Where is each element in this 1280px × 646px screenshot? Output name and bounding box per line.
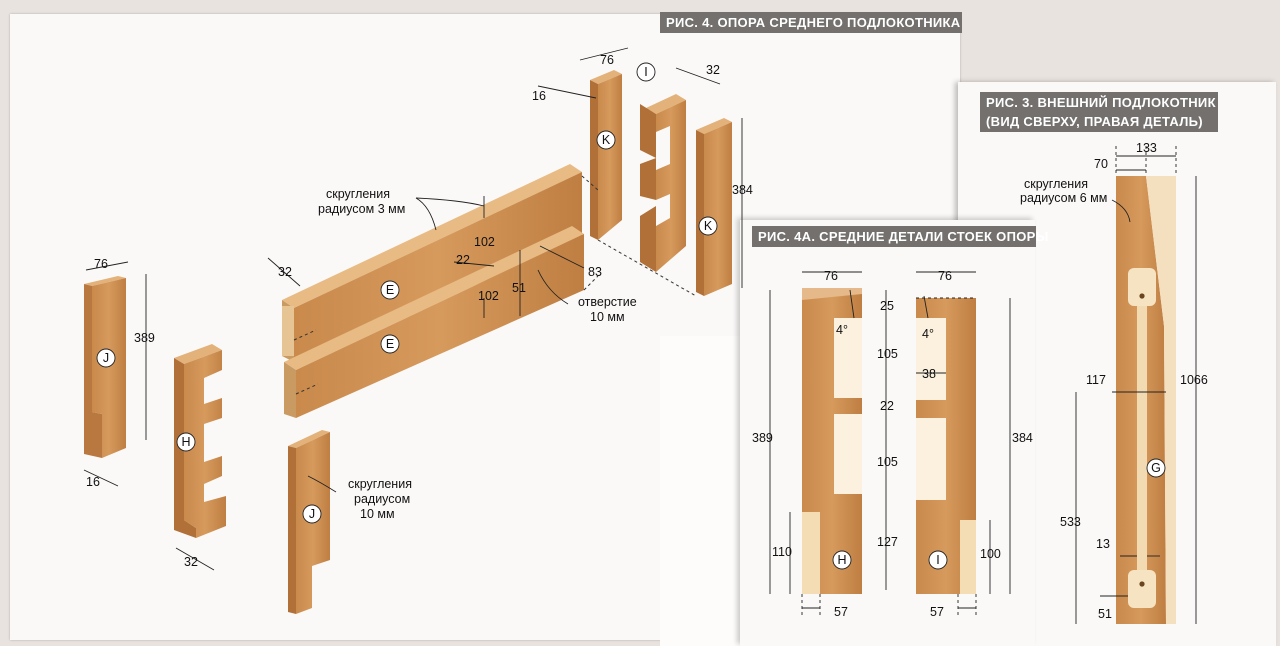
dashed-lines-fig3 [1115, 146, 1177, 176]
figure-4-title: РИС. 4. ОПОРА СРЕДНЕГО ПОДЛОКОТНИКА [660, 12, 962, 33]
dim-4a-127: 127 [877, 535, 898, 549]
dim-j-thickness: 16 [86, 475, 100, 489]
dim-3-total-width: 133 [1136, 141, 1157, 155]
figure-3-title-line2: (ВИД СВЕРХУ, ПРАВАЯ ДЕТАЛЬ) [980, 111, 1218, 132]
dim-4a-25: 25 [880, 299, 894, 313]
note-fillet-10mm-line1: скругления [348, 477, 412, 491]
dim-3-length: 1066 [1180, 373, 1208, 387]
part-i-elevation [916, 298, 976, 594]
dim-j-width: 76 [94, 257, 108, 271]
part-label-circles [96, 62, 1166, 570]
dim-3-end-offset: 51 [1098, 607, 1112, 621]
dim-3-mid-width: 117 [1086, 373, 1106, 387]
dim-e-gap: 22 [456, 253, 470, 267]
dim-4a-h-bottom: 57 [834, 605, 848, 619]
part-label-i: I [644, 65, 647, 79]
part-label-e-upper: E [386, 283, 394, 297]
note-fillet-6mm-line2: радиусом 6 мм [1020, 191, 1107, 205]
figure-3-title-line1: РИС. 3. ВНЕШНИЙ ПОДЛОКОТНИК [980, 92, 1218, 113]
part-e-lower [284, 226, 584, 418]
dimension-lines-fig4 [83, 47, 743, 571]
dim-4a-i-height: 384 [1012, 431, 1033, 445]
figure-4a-drawing [769, 271, 1011, 618]
dim-3-slot-start: 533 [1060, 515, 1081, 529]
dim-e-hole-h: 51 [512, 281, 526, 295]
note-hole-line2: 10 мм [590, 310, 625, 324]
dimension-lines-fig4a [769, 271, 1011, 609]
note-fillet-3mm-line1: скругления [326, 187, 390, 201]
part-label-g: G [1151, 461, 1161, 475]
part-i [640, 94, 686, 272]
dashed-lines-fig4a [801, 297, 977, 618]
sheet-blank [660, 336, 742, 646]
dim-i-thickness: 32 [706, 63, 720, 77]
dim-4a-angle-i: 4° [922, 327, 934, 341]
part-k-right [696, 118, 732, 296]
note-fillet-10mm-line3: 10 мм [360, 507, 395, 521]
dim-4a-105-upper: 105 [877, 347, 898, 361]
dimension-lines-fig3 [1075, 155, 1197, 624]
part-label-i-elevation: I [936, 553, 939, 567]
dim-4a-h-width: 76 [824, 269, 838, 283]
note-fillet-6mm-line1: скругления [1024, 177, 1088, 191]
part-label-k-left: K [602, 133, 611, 147]
dim-4a-i-foot: 100 [980, 547, 1001, 561]
dim-h-thickness: 32 [184, 555, 198, 569]
part-j-middle [288, 430, 330, 614]
dim-k-height: 384 [732, 183, 753, 197]
dim-e-length-top: 102 [474, 235, 495, 249]
dim-4a-h-height: 389 [752, 431, 773, 445]
dim-k-width: 76 [600, 53, 614, 67]
figure-4a-title: РИС. 4А. СРЕДНИЕ ДЕТАЛИ СТОЕК ОПОРЫ [752, 226, 1048, 247]
dim-4a-105-lower: 105 [877, 455, 898, 469]
dim-3-slot-width: 13 [1096, 537, 1110, 551]
dim-3-top-width: 70 [1094, 157, 1108, 171]
dim-4a-22: 22 [880, 399, 894, 413]
dim-4a-h-foot: 110 [772, 545, 792, 559]
dim-4a-i-bottom: 57 [930, 605, 944, 619]
dim-j-height: 389 [134, 331, 155, 345]
dim-e-hole-w: 83 [588, 265, 602, 279]
dim-4a-i-width: 76 [938, 269, 952, 283]
note-fillet-10mm-line2: радиусом [354, 492, 410, 506]
part-g [1116, 176, 1176, 624]
part-j-left [84, 276, 126, 458]
part-h [174, 344, 226, 538]
part-label-j-left: J [103, 351, 109, 365]
part-label-k-right: K [704, 219, 713, 233]
note-fillet-3mm-line2: радиусом 3 мм [318, 202, 405, 216]
sheet-figure-4a [740, 220, 1035, 646]
part-label-h: H [181, 435, 190, 449]
part-h-elevation [802, 288, 862, 594]
note-hole-line1: отверстие [578, 295, 637, 309]
figure-3-drawing [1075, 146, 1197, 624]
part-label-j-middle: J [309, 507, 315, 521]
dim-k-thickness: 16 [532, 89, 546, 103]
dim-4a-angle-h: 4° [836, 323, 848, 337]
dim-4a-38: 38 [922, 367, 936, 381]
figure-4-drawing [83, 47, 743, 614]
dim-e-length-bottom: 102 [478, 289, 499, 303]
part-label-h-elevation: H [837, 553, 846, 567]
part-e-upper [282, 164, 582, 362]
part-k-left [590, 70, 622, 240]
dim-e-thickness: 32 [278, 265, 292, 279]
alignment-lines [293, 175, 697, 395]
part-label-e-lower: E [386, 337, 394, 351]
